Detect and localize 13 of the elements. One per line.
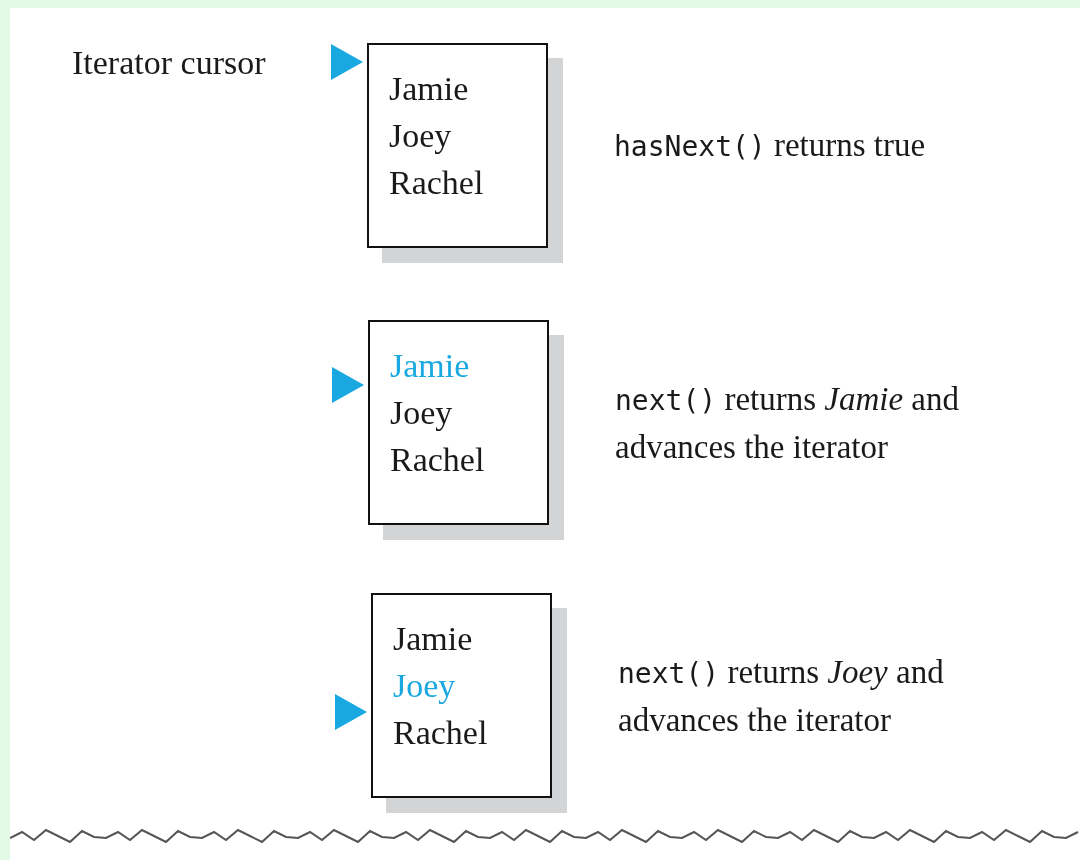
list-item: Jamie [393, 619, 473, 659]
step-description: hasNext() returns true [614, 125, 927, 165]
list-item: Rachel [390, 440, 485, 480]
list-item: Jamie [389, 69, 469, 109]
cursor-caption: Iterator cursor [72, 44, 266, 82]
list-item: Jamie [390, 346, 470, 386]
step-description: next() returns Jamie and advances the iterator [615, 379, 960, 467]
list-item: Joey [393, 666, 456, 706]
list-item: Joey [389, 116, 452, 156]
list-item: Rachel [393, 713, 488, 753]
step-description: next() returns Joey and advances the iterator [618, 652, 945, 740]
list-item: Rachel [389, 163, 484, 203]
list-item: Joey [390, 393, 453, 433]
